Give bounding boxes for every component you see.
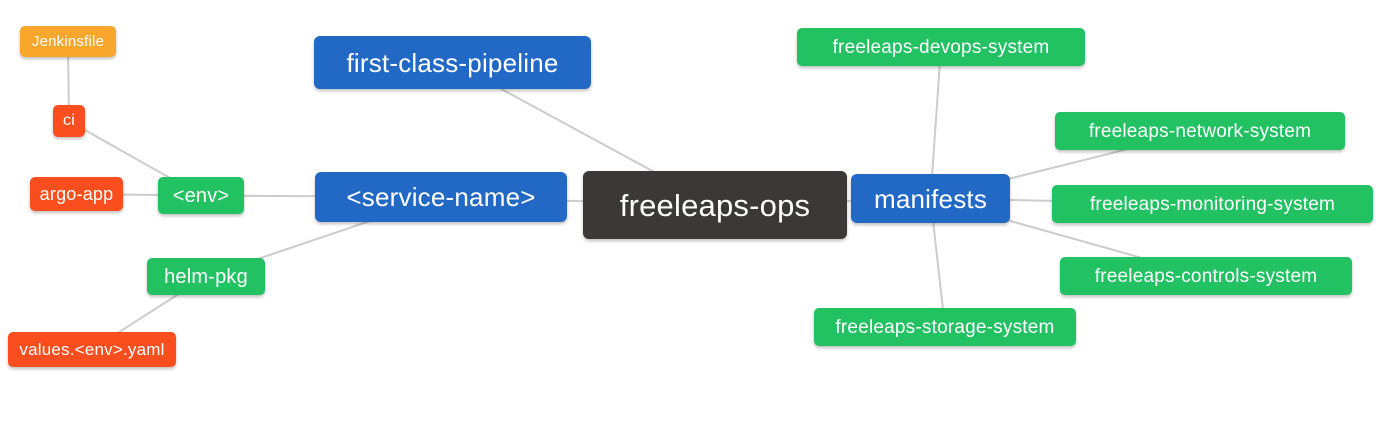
node-helm-pkg[interactable]: helm-pkg (147, 258, 265, 295)
node-freeleaps-ops-root[interactable]: freeleaps-ops (583, 171, 847, 239)
node-manifests[interactable]: manifests (851, 174, 1010, 223)
node-freeleaps-storage-system[interactable]: freeleaps-storage-system (814, 308, 1076, 346)
node-freeleaps-network-system[interactable]: freeleaps-network-system (1055, 112, 1345, 150)
node-env[interactable]: <env> (158, 177, 244, 214)
node-service-name[interactable]: <service-name> (315, 172, 567, 222)
node-first-class-pipeline[interactable]: first-class-pipeline (314, 36, 591, 89)
node-freeleaps-devops-system[interactable]: freeleaps-devops-system (797, 28, 1085, 66)
node-values-env-yaml[interactable]: values.<env>.yaml (8, 332, 176, 367)
node-ci[interactable]: ci (53, 105, 85, 137)
node-freeleaps-controls-system[interactable]: freeleaps-controls-system (1060, 257, 1352, 295)
node-jenkinsfile[interactable]: Jenkinsfile (20, 26, 116, 57)
node-argo-app[interactable]: argo-app (30, 177, 123, 211)
node-freeleaps-monitoring-system[interactable]: freeleaps-monitoring-system (1052, 185, 1373, 223)
